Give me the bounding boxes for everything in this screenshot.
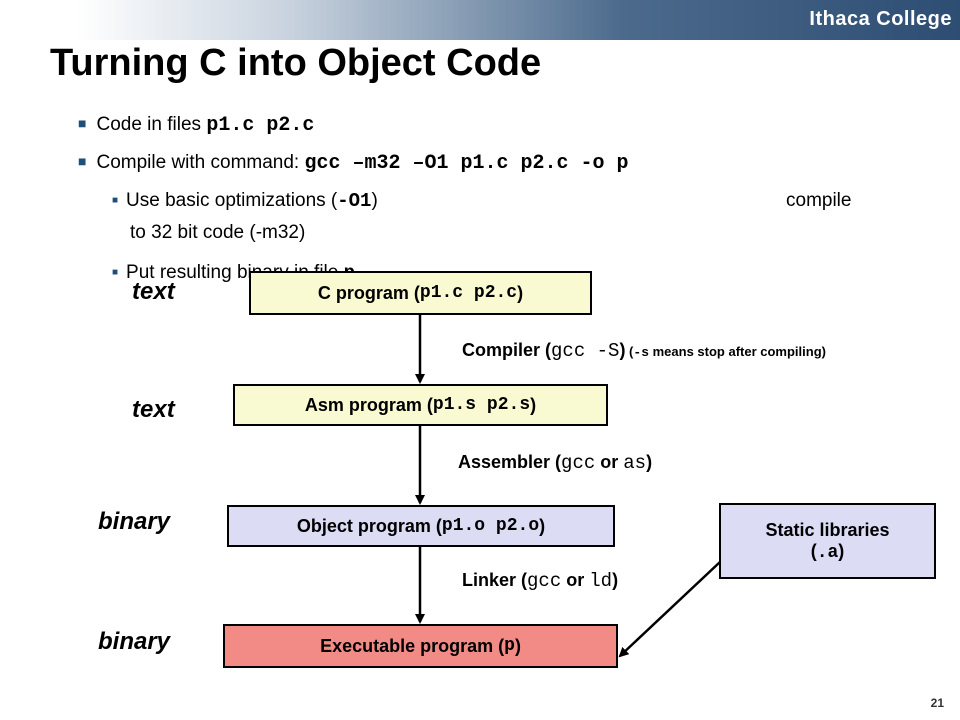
box-label: ) [838, 540, 845, 561]
step-text: ) [612, 570, 619, 590]
assembler-step-label: Assembler (gcc or as) [458, 452, 652, 474]
step-code: gcc -S [551, 340, 620, 362]
step-note: ( [625, 344, 634, 359]
step-text: Assembler ( [458, 452, 562, 472]
bullet-code: gcc –m32 –O1 p1.c p2.c -o p [304, 152, 629, 175]
object-program-box: Object program (p1.o p2.o) [227, 505, 615, 547]
step-note-code: -s [633, 345, 649, 360]
step-code: ld [589, 570, 613, 592]
subbullet-compile-word: compile [786, 190, 852, 211]
page-number: 21 [930, 696, 944, 710]
box-label: Executable program ( [320, 635, 505, 656]
subbullet-text: ) [371, 190, 378, 211]
static-libraries-box: Static libraries (.a) [719, 503, 936, 579]
bullet-code-files: ■ Code in files p1.c p2.c [78, 114, 314, 137]
box-label: Static libraries [765, 519, 890, 540]
box-code: p1.o p2.o [441, 516, 540, 536]
bullet-marker-icon: ■ [78, 153, 87, 169]
box-code: .a [816, 542, 839, 563]
compiler-step-label: Compiler (gcc -S) (-s means stop after c… [462, 340, 826, 362]
asm-program-box: Asm program (p1.s p2.s) [233, 384, 608, 426]
box-code: p [504, 636, 515, 656]
step-code: gcc [561, 452, 596, 474]
executable-program-box: Executable program (p) [223, 624, 618, 668]
subbullet-text: Use basic optimizations ( [126, 190, 338, 211]
box-label: ) [539, 515, 546, 536]
box-label: C program ( [317, 282, 420, 303]
college-logo-text: Ithaca College [809, 8, 952, 30]
side-label-binary-2: binary [98, 628, 171, 655]
step-text: ) [619, 340, 626, 360]
step-text: or [595, 452, 624, 472]
box-label: Object program ( [296, 515, 442, 536]
slide-title: Turning C into Object Code [50, 42, 542, 84]
subbullet-optimizations: ■ Use basic optimizations (-O1) [112, 190, 378, 212]
box-label: ) [514, 635, 521, 656]
library-arrow [618, 561, 721, 658]
side-label-text-1: text [132, 278, 175, 305]
bullet-marker-icon: ■ [78, 115, 87, 131]
step-text: Compiler ( [462, 340, 552, 360]
bullet-compile-command: ■ Compile with command: gcc –m32 –O1 p1.c… [78, 152, 629, 175]
box-label: ( [810, 540, 817, 561]
subbullet-marker-icon: ■ [112, 267, 119, 278]
step-text: ) [646, 452, 653, 472]
bullet-text: Compile with command: [96, 152, 305, 173]
subbullet-32bit: to 32 bit code (-m32) [130, 222, 306, 243]
box-label: ) [530, 394, 537, 415]
box-label: ) [517, 282, 524, 303]
box-label-line2: (.a) [811, 541, 845, 563]
box-code: p1.c p2.c [419, 283, 518, 303]
side-label-binary-1: binary [98, 508, 171, 535]
subbullet-code: -O1 [337, 190, 372, 212]
bullet-text: Code in files [96, 114, 207, 135]
header-bar: Ithaca College [0, 0, 960, 40]
linker-step-label: Linker (gcc or ld) [462, 570, 618, 592]
box-label: Asm program ( [304, 394, 433, 415]
step-text: or [561, 570, 590, 590]
step-text: Linker ( [462, 570, 528, 590]
bullet-code: p1.c p2.c [206, 114, 315, 137]
step-code: gcc [527, 570, 562, 592]
step-code: as [623, 452, 647, 474]
step-note: means stop after compiling) [649, 344, 826, 359]
box-code: p1.s p2.s [432, 395, 531, 415]
subbullet-marker-icon: ■ [112, 195, 119, 206]
c-program-box: C program (p1.c p2.c) [249, 271, 592, 315]
side-label-text-2: text [132, 396, 175, 423]
